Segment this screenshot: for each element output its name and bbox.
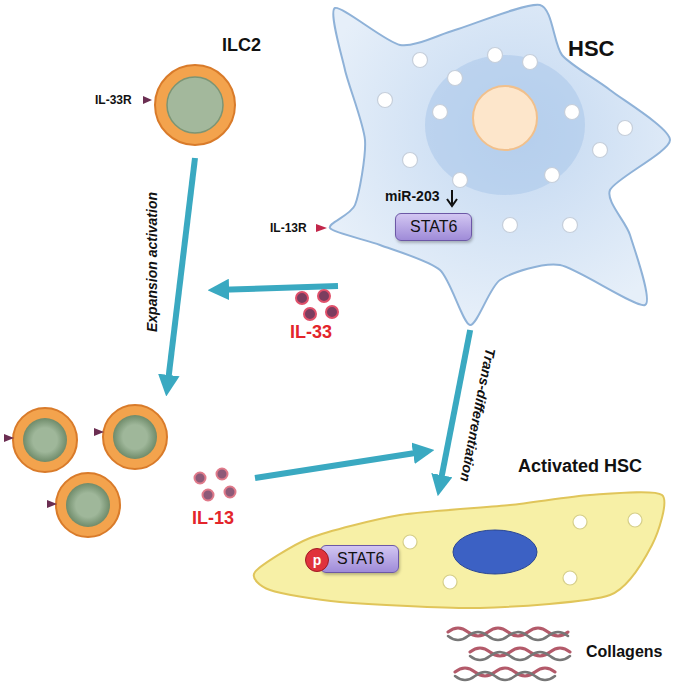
arrow-label: Expansion activation xyxy=(144,192,160,332)
cell-title: ILC2 xyxy=(222,35,261,56)
il33-arrow xyxy=(214,286,338,290)
il13-dots xyxy=(195,469,236,501)
cytokine-label: IL-33 xyxy=(290,322,332,343)
protein-label: STAT6 xyxy=(410,218,457,236)
collagen-fibres xyxy=(448,628,570,680)
mirna-label: miR-203 xyxy=(385,188,439,204)
hsc-cell-outline xyxy=(300,0,674,330)
cytokine-label: IL-13 xyxy=(192,508,234,529)
arrow-label: Trans-differentiation xyxy=(457,346,499,482)
activated-hsc-cell: Activated HSCpSTAT6 xyxy=(250,490,670,625)
receptor-label: IL-13R xyxy=(270,221,307,235)
cell-title: Activated HSC xyxy=(518,456,642,477)
expansion-arrow xyxy=(167,158,195,390)
phospho-dot: p xyxy=(305,548,329,572)
stat6-box: STAT6 xyxy=(395,213,472,241)
cell-title: HSC xyxy=(568,36,614,62)
hsc-cell: HSC STAT6 xyxy=(300,0,674,330)
il33-dots xyxy=(296,290,338,320)
ilc2-cell: ILC2 xyxy=(150,35,280,155)
stat6-box: STAT6 xyxy=(320,545,399,573)
protein-label: STAT6 xyxy=(337,550,384,568)
receptor-symbol xyxy=(316,224,327,232)
receptor-symbol xyxy=(143,96,152,104)
il13-arrow xyxy=(255,451,428,478)
expanded-ilc2 xyxy=(4,405,167,537)
product-label: Collagens xyxy=(586,643,662,661)
protein-label: p xyxy=(313,553,322,567)
receptor-label: IL-33R xyxy=(95,93,132,107)
